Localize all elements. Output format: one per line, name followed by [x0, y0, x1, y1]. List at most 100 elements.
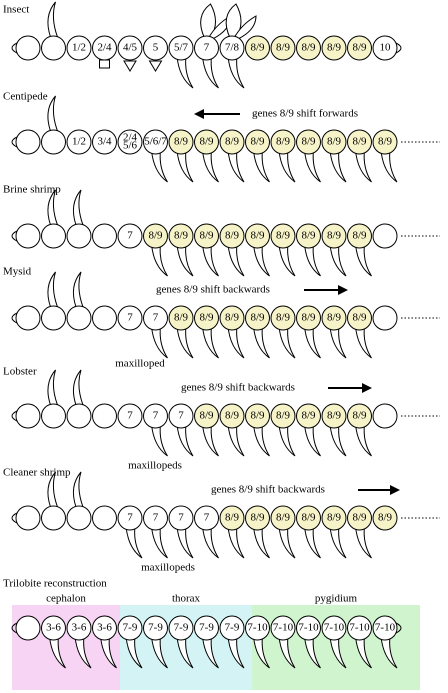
leg	[227, 149, 245, 183]
segment-label: 8/9	[174, 312, 189, 324]
segment-label: 7-10	[273, 622, 294, 634]
leg	[227, 635, 245, 669]
leg	[354, 423, 372, 457]
segment-label: 8/9	[276, 42, 291, 54]
segment-label: 8/9	[301, 410, 316, 422]
segment-label: 8/9	[352, 42, 367, 54]
body-segment	[296, 129, 321, 155]
segment-label: 7-10	[375, 622, 396, 634]
segment-label: 7-9	[225, 622, 240, 634]
antenna	[72, 271, 84, 308]
segment-label: 7	[178, 512, 184, 524]
antenna	[72, 369, 84, 406]
body-segment	[219, 305, 245, 331]
leg	[150, 149, 168, 183]
body-segment	[245, 403, 270, 429]
leg	[176, 423, 194, 457]
segment-label: 8/9	[250, 42, 265, 54]
body-segment	[41, 403, 66, 429]
gene-shift-note: genes 8/9 shift backwards	[156, 284, 270, 296]
segment-label: 8/9	[174, 136, 189, 148]
segment-label: 8/9	[378, 512, 393, 524]
leg	[278, 635, 296, 669]
body-segment	[41, 129, 66, 155]
body-segment	[41, 615, 66, 641]
body-segment	[92, 305, 117, 331]
antenna	[47, 271, 59, 308]
segment-label: 5	[153, 42, 159, 54]
segment-label: 7	[127, 230, 133, 242]
leg	[278, 525, 296, 559]
leg	[329, 635, 347, 669]
body-segment	[270, 505, 296, 531]
appendage-label: maxillopeds	[128, 460, 182, 472]
body-segment	[143, 223, 168, 249]
body-segment	[143, 615, 168, 641]
body-segment	[66, 305, 92, 331]
segment-label: 8/9	[301, 230, 316, 242]
segment-label: 7-10	[298, 622, 319, 634]
body-segment	[270, 129, 296, 155]
body-segment	[270, 403, 296, 429]
leg	[227, 525, 245, 559]
organism-title: Trilobite reconstruction	[3, 578, 107, 590]
segment-label: 8/9	[276, 136, 291, 148]
organism-title: Mysid	[3, 266, 32, 278]
segment-label: 8/9	[199, 410, 214, 422]
segment-label: 8/9	[327, 136, 342, 148]
segment-label: 7-9	[148, 622, 163, 634]
segment-label: 8/9	[250, 312, 265, 324]
body-segment	[66, 615, 92, 641]
segment-label: 8/9	[250, 410, 265, 422]
leg	[354, 325, 372, 359]
organism-title: Brine shrimp	[3, 184, 61, 196]
body-segment	[245, 305, 270, 331]
leg	[150, 423, 168, 457]
body-segment	[372, 305, 398, 331]
body-segment	[117, 305, 143, 331]
antenna	[47, 471, 59, 508]
gene-shift-note: genes 8/9 shift forwards	[252, 108, 358, 120]
segment-label: 3-6	[97, 622, 112, 634]
body-segment	[372, 505, 398, 531]
head-cap	[11, 512, 18, 524]
leg	[227, 325, 245, 359]
body-segment	[372, 403, 398, 429]
body-segment	[372, 615, 398, 641]
body-segment	[168, 403, 194, 429]
leg	[354, 635, 372, 669]
segment-label: 10	[380, 42, 392, 54]
body-segment	[321, 35, 347, 61]
body-segment	[168, 129, 194, 155]
leg	[227, 55, 245, 89]
body-segment	[15, 305, 41, 331]
segment-label: 8/9	[225, 230, 240, 242]
body-segment	[194, 505, 219, 531]
leg	[252, 149, 270, 183]
body-segment	[66, 223, 92, 249]
antenna	[47, 189, 59, 226]
leg	[176, 325, 194, 359]
leg	[329, 149, 347, 183]
body-segment	[321, 615, 347, 641]
segment-label: 5/6/7	[144, 136, 167, 148]
segment-label: 5/7	[174, 42, 189, 54]
leg	[176, 149, 194, 183]
leg	[99, 635, 117, 669]
leg	[303, 243, 321, 277]
body-segment	[194, 35, 219, 61]
appendage-box	[99, 59, 110, 69]
body-segment	[245, 223, 270, 249]
body-segment	[270, 223, 296, 249]
organism-title: Centipede	[3, 91, 48, 103]
body-segment	[296, 615, 321, 641]
leg	[303, 423, 321, 457]
segment-label: 8/9	[276, 410, 291, 422]
segment-label: 8/9	[225, 512, 240, 524]
leg	[303, 635, 321, 669]
region-thorax-label: thorax	[172, 593, 201, 605]
body-segment	[296, 305, 321, 331]
body-segment	[15, 129, 41, 155]
body-segment	[296, 505, 321, 531]
